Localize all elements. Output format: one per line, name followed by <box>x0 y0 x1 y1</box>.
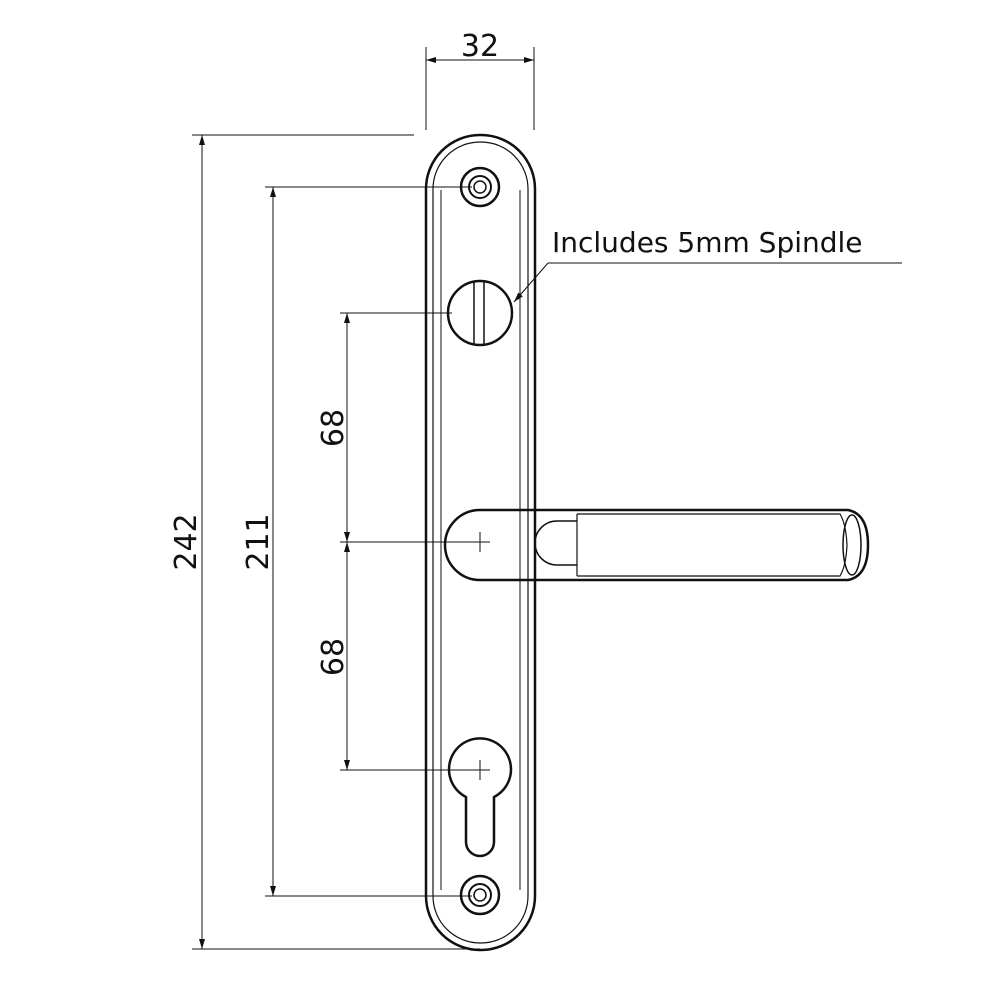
width-dimension <box>425 47 535 130</box>
centres-dimension <box>340 312 470 771</box>
fixing-centres-dimension <box>265 186 472 897</box>
upper-centres-label: 68 <box>316 409 351 447</box>
width-label: 32 <box>461 29 499 64</box>
overall-height-label: 242 <box>169 513 204 570</box>
cylinder-cutout <box>447 737 513 858</box>
lower-centres-label: 68 <box>316 638 351 676</box>
spindle-boss <box>446 279 514 347</box>
spindle-note: Includes 5mm Spindle <box>552 226 863 259</box>
spindle-note-leader <box>513 262 902 303</box>
lever-handle <box>443 508 870 582</box>
bottom-screw <box>459 874 501 916</box>
overall-height-dimension <box>192 134 480 950</box>
fixing-centres-label: 211 <box>241 513 276 570</box>
